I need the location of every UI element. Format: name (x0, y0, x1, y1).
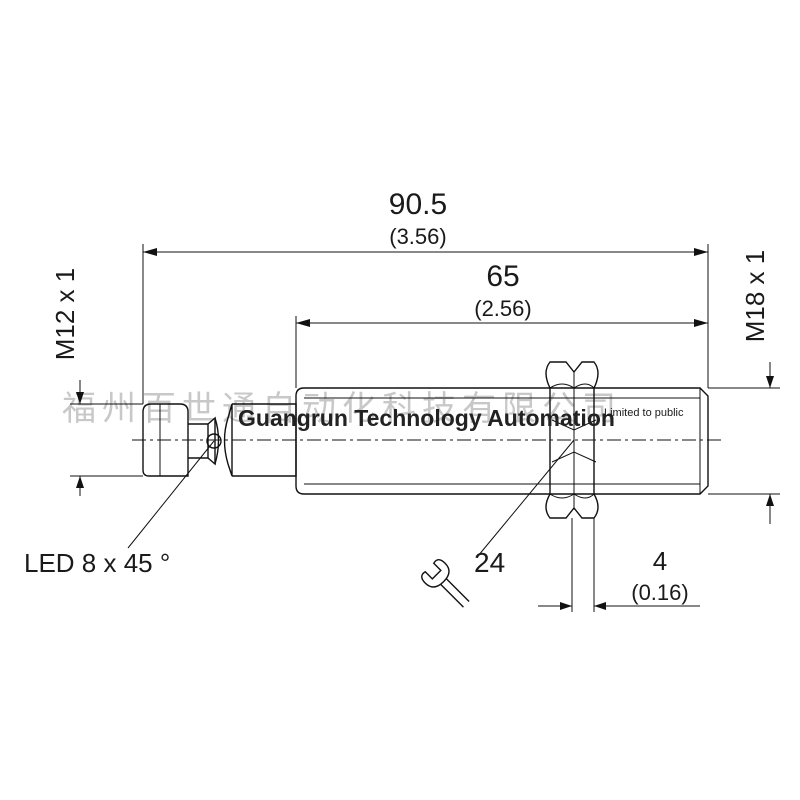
wrench-icon (421, 559, 470, 608)
watermark-company-cn: 福州百世通自动化科技有限公司 (62, 389, 622, 429)
nut-thickness-value: 4 (653, 546, 667, 576)
nut-thickness-inch: (0.16) (631, 580, 688, 605)
thread-length-value: 65 (486, 260, 519, 293)
connector-thread-dimension: M12 x 1 (50, 268, 143, 496)
watermark-company-en: Guangrun Technology Automation (238, 405, 615, 431)
wrench-size-callout: 24 (421, 439, 575, 608)
led-indicator (206, 433, 222, 449)
led-label: LED 8 x 45 ° (24, 548, 170, 578)
overall-length-dimension: 90.5 (3.56) (142, 188, 709, 404)
thread-length-inch: (2.56) (474, 296, 531, 321)
wrench-size-value: 24 (474, 547, 505, 578)
sensor-body (142, 387, 709, 495)
body-thread-label: M18 x 1 (740, 250, 770, 343)
led-callout: LED 8 x 45 ° (24, 440, 215, 578)
thread-length-dimension: 65 (2.56) (295, 260, 708, 388)
connector-thread-label: M12 x 1 (50, 268, 80, 361)
overall-length-inch: (3.56) (389, 224, 446, 249)
overall-length-value: 90.5 (389, 188, 447, 221)
nut-thickness-dimension: 4 (0.16) (538, 518, 700, 612)
watermark-note: Limited to public (604, 407, 684, 419)
body-thread-dimension: M18 x 1 (708, 250, 780, 524)
